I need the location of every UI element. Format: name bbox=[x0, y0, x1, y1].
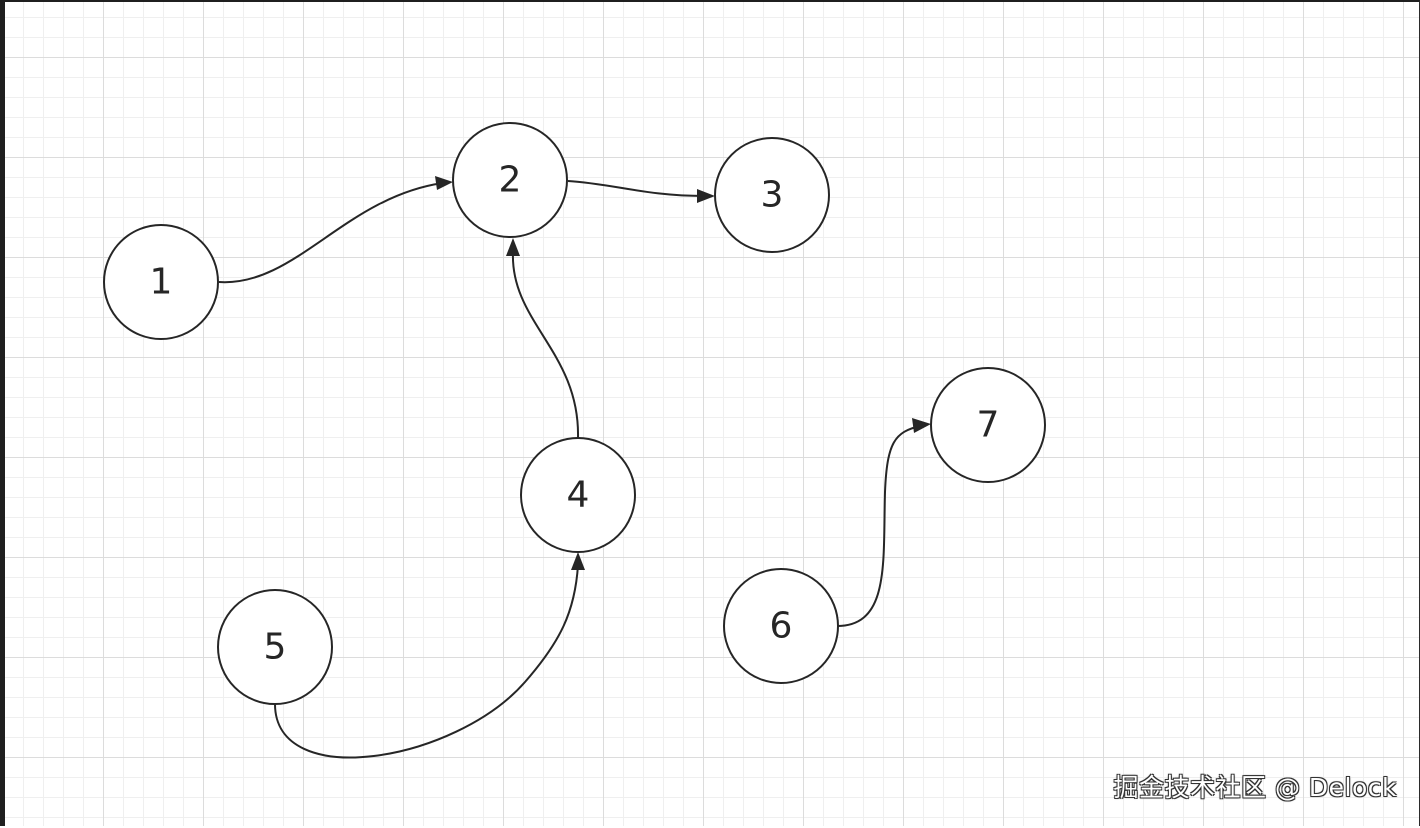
node-label: 7 bbox=[977, 405, 1000, 446]
node-3[interactable]: 3 bbox=[714, 137, 830, 253]
node-7[interactable]: 7 bbox=[930, 367, 1046, 483]
node-4[interactable]: 4 bbox=[520, 437, 636, 553]
node-2[interactable]: 2 bbox=[452, 122, 568, 238]
graph-diagram: 1 2 3 4 5 6 7 bbox=[103, 122, 1046, 759]
edge-1-to-2 bbox=[218, 176, 453, 284]
node-6[interactable]: 6 bbox=[723, 568, 839, 684]
arrowhead bbox=[506, 238, 520, 256]
arrowhead bbox=[697, 189, 715, 203]
node-5[interactable]: 5 bbox=[217, 589, 333, 705]
edges-group bbox=[218, 176, 931, 759]
arrowhead bbox=[435, 176, 453, 190]
node-label: 2 bbox=[499, 160, 522, 201]
arrowhead bbox=[571, 552, 585, 570]
nodes-group: 1 2 3 4 5 6 7 bbox=[103, 122, 1046, 705]
watermark: 掘金技术社区 @ Delock bbox=[1113, 773, 1397, 802]
node-label: 4 bbox=[567, 475, 590, 516]
edge-4-to-2 bbox=[506, 238, 580, 439]
edge-2-to-3 bbox=[567, 180, 715, 203]
node-label: 5 bbox=[264, 627, 287, 668]
arrowhead bbox=[912, 418, 931, 433]
node-label: 6 bbox=[770, 606, 793, 647]
edge-5-to-4 bbox=[274, 552, 585, 759]
node-label: 1 bbox=[150, 262, 173, 303]
edge-6-to-7 bbox=[836, 418, 931, 627]
node-1[interactable]: 1 bbox=[103, 224, 219, 340]
node-label: 3 bbox=[761, 175, 784, 216]
